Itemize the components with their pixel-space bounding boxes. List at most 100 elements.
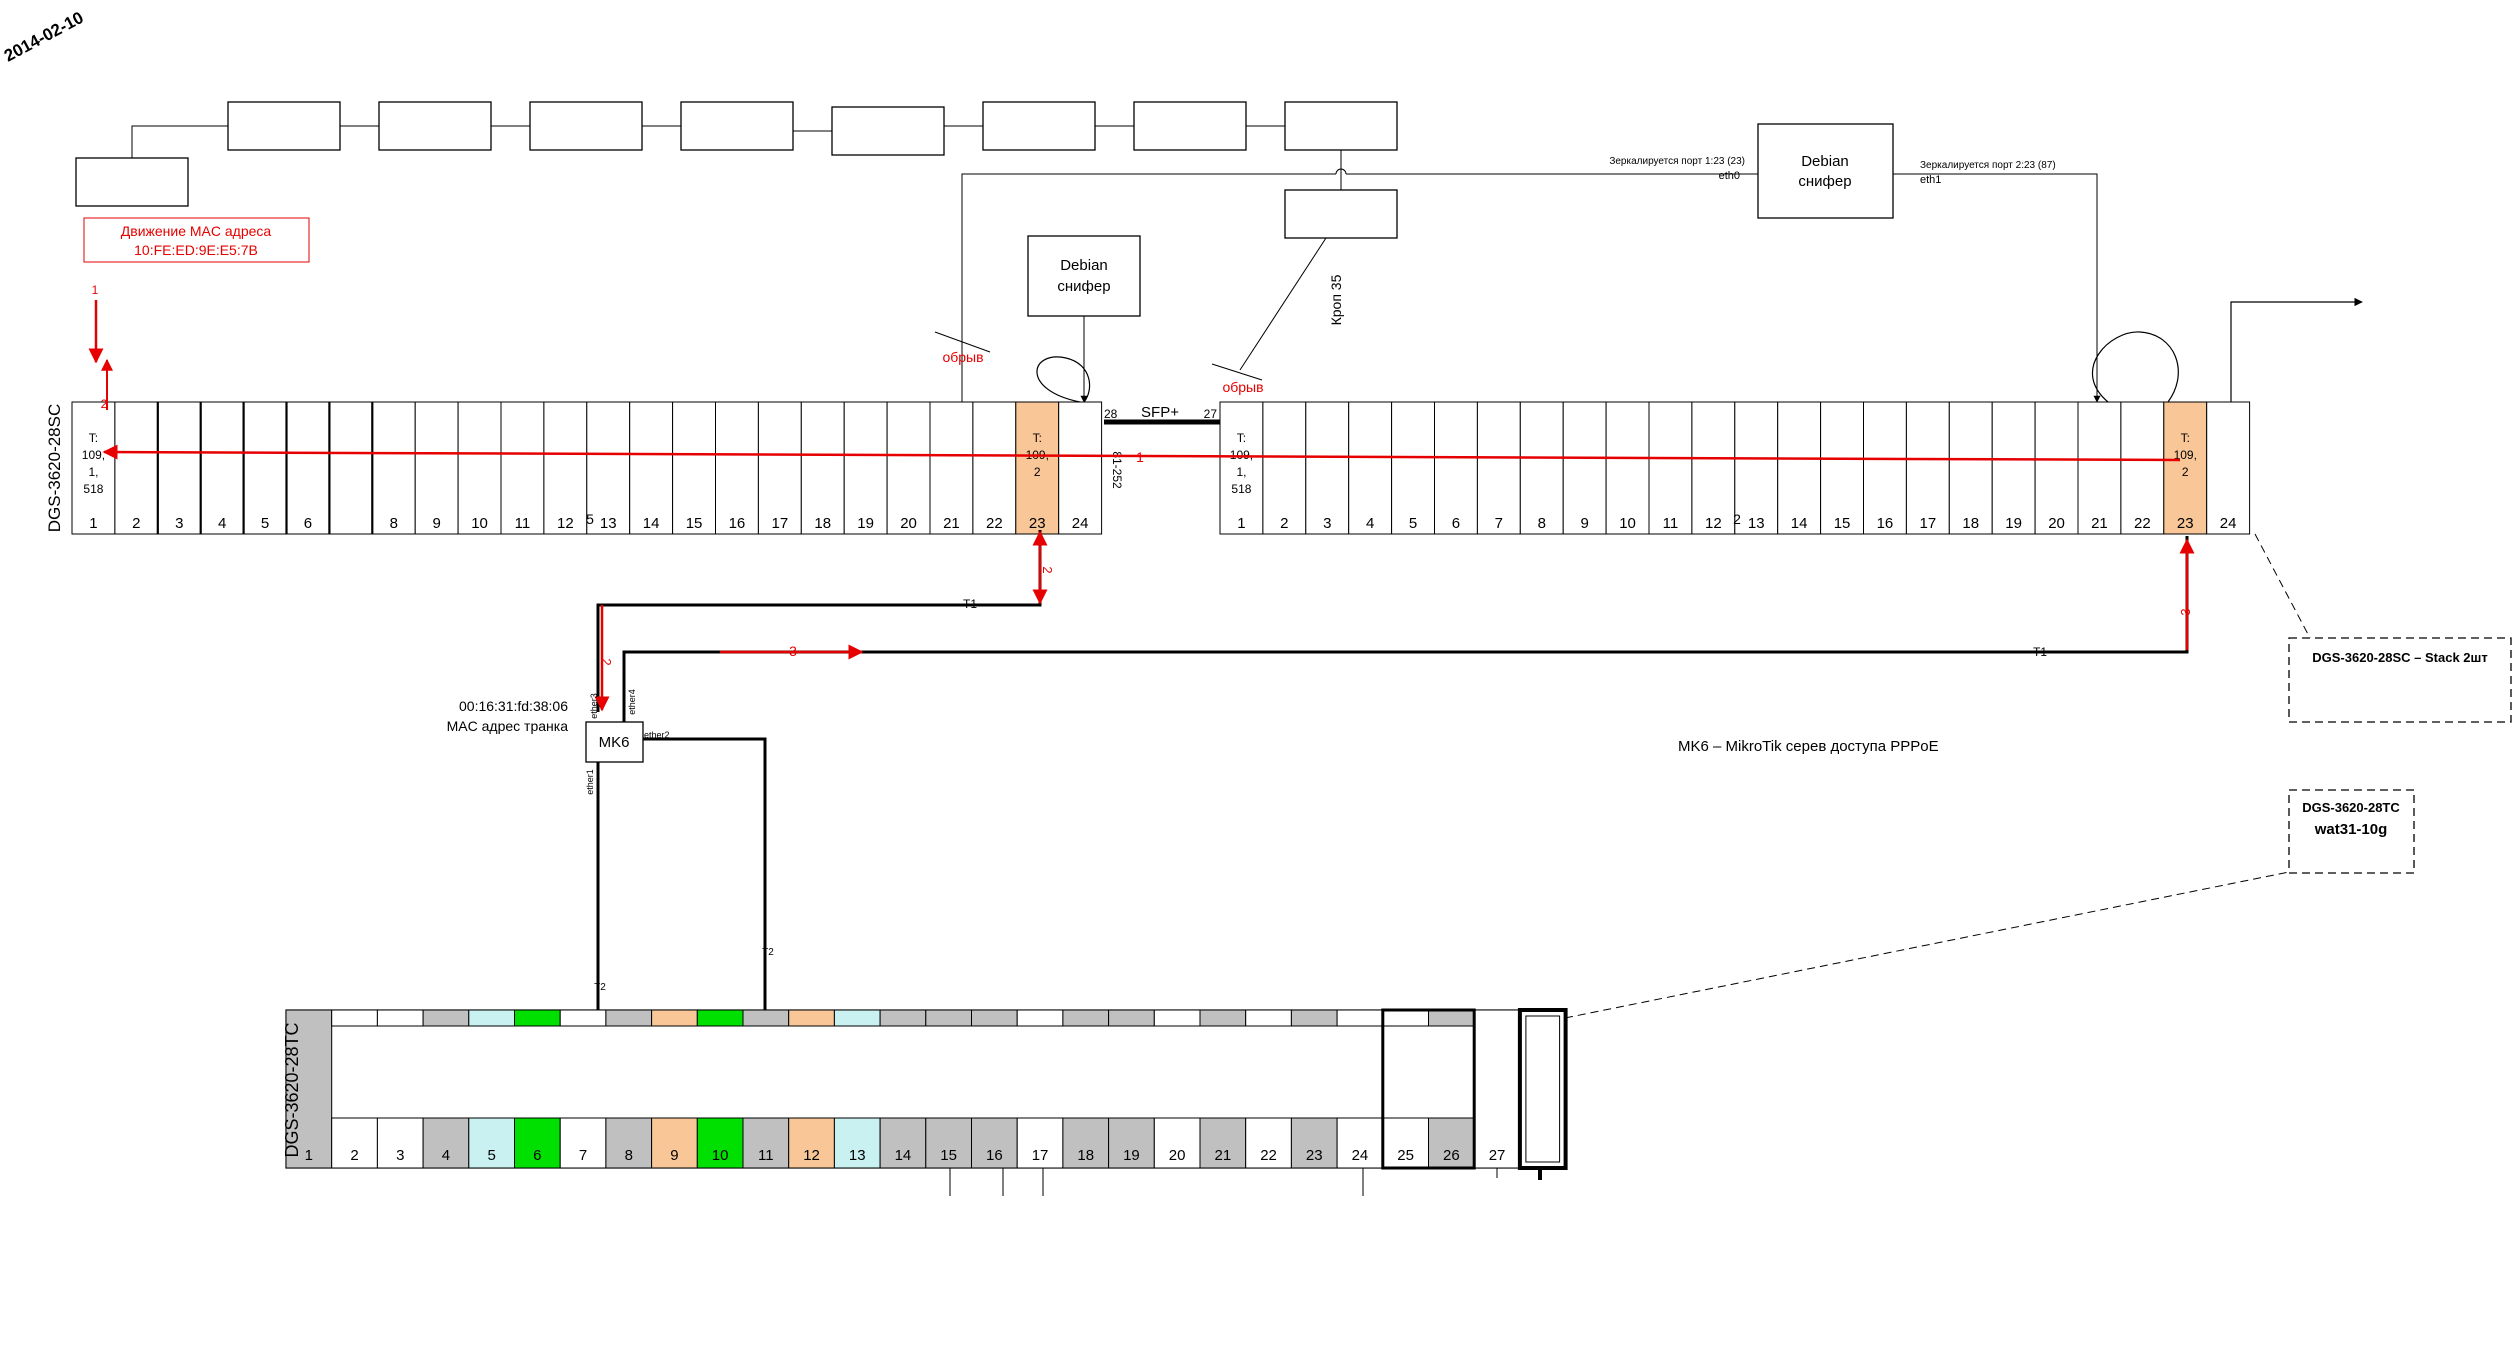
chain-box-7 (1133, 101, 1247, 151)
stack1-port-label: 19 (857, 515, 874, 532)
mirror-left-text: Зеркалируется порт 1:23 (23) (1609, 156, 1745, 167)
stack2-port-label: 5 (1409, 515, 1417, 532)
chain-box-6 (982, 101, 1096, 151)
stack1-port-3 (157, 401, 202, 535)
tc-port-label: 5 (487, 1147, 495, 1164)
stack2-port-label: 12 (1705, 515, 1722, 532)
mirror-loop-right (2092, 331, 2179, 403)
tc-port-top-3 (376, 1009, 424, 1027)
stack1-overlay-digit: 5 (586, 511, 594, 527)
sniffer-left-line1: Debian (1060, 257, 1108, 274)
stack2-port-label: 20 (2048, 515, 2065, 532)
stack2-port-5 (1391, 401, 1435, 535)
stack2-overlay-digit: 2 (1733, 511, 1741, 527)
tc-port-label: 8 (625, 1147, 633, 1164)
stack2-port-tag: 2 (2182, 465, 2189, 479)
route-step1-label: 1 (1136, 449, 1144, 465)
stack2-port-label: 4 (1366, 515, 1374, 532)
tc-port-top-9 (651, 1009, 698, 1027)
tc-port-5 (468, 1117, 515, 1169)
tc-port-label: 12 (803, 1147, 820, 1164)
stack2-port-label: 15 (1834, 515, 1851, 532)
stack1-port-label: 17 (772, 515, 789, 532)
break-label-right: обрыв (1222, 379, 1263, 395)
tc-port-label: 6 (533, 1147, 541, 1164)
stack2-port-21 (2077, 401, 2122, 535)
stack2-port-22 (2120, 401, 2165, 535)
stack1-port-label: 13 (600, 515, 617, 532)
tc-port-label: 7 (579, 1147, 587, 1164)
stack1-port-label: 4 (218, 515, 226, 532)
tc-port-label: 2 (350, 1147, 358, 1164)
tc-port-label: 4 (442, 1147, 450, 1164)
stack2-port-label: 11 (1663, 515, 1679, 532)
stack2-port-label: 10 (1619, 515, 1636, 532)
route-step3-label-b: 3 (2178, 608, 2193, 615)
sniffer-right-line2: снифер (1798, 173, 1851, 190)
sfp-port-right: 27 (1204, 407, 1218, 421)
stack-callout-text: DGS-3620-28SC – Stack 2шт (2312, 650, 2487, 665)
chain-box-0 (75, 157, 189, 207)
stack-callout (2288, 637, 2512, 723)
tc-port-top-21 (1199, 1009, 1247, 1027)
sniffer-right-box (1757, 123, 1894, 219)
stack2-port-label: 21 (2091, 515, 2108, 532)
tc-port-23 (1290, 1117, 1338, 1169)
tc-port-top-2 (331, 1009, 378, 1027)
stack2-port-label: 23 (2177, 515, 2194, 532)
tc-port-12 (788, 1117, 835, 1169)
krop-label: Кроп 35 (1328, 274, 1344, 325)
tc-port-10 (696, 1117, 744, 1169)
stack2-port-label: 1 (1237, 515, 1245, 532)
chain-box-2 (378, 101, 492, 151)
sniffer-left-line2: снифер (1057, 278, 1110, 295)
tc-port-16 (971, 1117, 1018, 1169)
tc-port-27 (1473, 1009, 1521, 1169)
stack1-port-label: 20 (900, 515, 917, 532)
tc-port-top-19 (1108, 1009, 1155, 1027)
stack1-port-label: 9 (432, 515, 440, 532)
stack1-port-label: 5 (261, 515, 269, 532)
tc-port-18 (1062, 1117, 1110, 1169)
stack1-port-1 (71, 401, 116, 535)
stack2-port-label: 14 (1791, 515, 1808, 532)
stack2-port-20 (2034, 401, 2079, 535)
tc-port-label: 9 (670, 1147, 678, 1164)
stack2-port-label: 17 (1920, 515, 1937, 532)
stack1-port-tag: T: (1033, 431, 1042, 445)
uplink-arrow (2230, 297, 2363, 402)
stack1-port-18 (800, 401, 845, 535)
tc-port-1 (285, 1009, 333, 1169)
tc-port-6 (514, 1117, 561, 1169)
stack2-port-6 (1434, 401, 1478, 535)
sniffer-right-line1: Debian (1801, 153, 1849, 170)
stack1-port-8 (371, 401, 416, 535)
stack1-port-tag: 109, (82, 448, 105, 462)
sfp-port-left: 28 (1104, 407, 1118, 421)
switch-tc-name: DGS-3620-28TC (282, 1022, 302, 1157)
break-mark-left (934, 331, 991, 353)
tc-port-top-4 (422, 1009, 470, 1027)
route-step2-label-b: 2 (599, 658, 614, 665)
stack1-port-23 (1015, 401, 1060, 535)
mirror-loop-left (1036, 356, 1091, 403)
tc-port-top-7 (559, 1009, 607, 1027)
stack1-port-label: 16 (729, 515, 746, 532)
stack1-port-tag: 1, (88, 465, 98, 479)
tc-port-label: 14 (895, 1147, 912, 1164)
route-mac-label-2: 2 (101, 397, 108, 411)
route-step1-line (102, 444, 2181, 462)
tc-port-top-26 (1428, 1009, 1475, 1027)
sniffer-left-box (1027, 235, 1141, 317)
router-ether2: ether2 (644, 730, 670, 740)
route-step3-label: 3 (789, 643, 797, 659)
stack1-port-12 (543, 401, 588, 535)
chain-box-3 (529, 101, 643, 151)
tc-port-4 (422, 1117, 470, 1169)
tc-drop-lines (949, 1168, 1542, 1196)
break-mark-right (1211, 363, 1263, 381)
stack1-port-label: 21 (943, 515, 960, 532)
